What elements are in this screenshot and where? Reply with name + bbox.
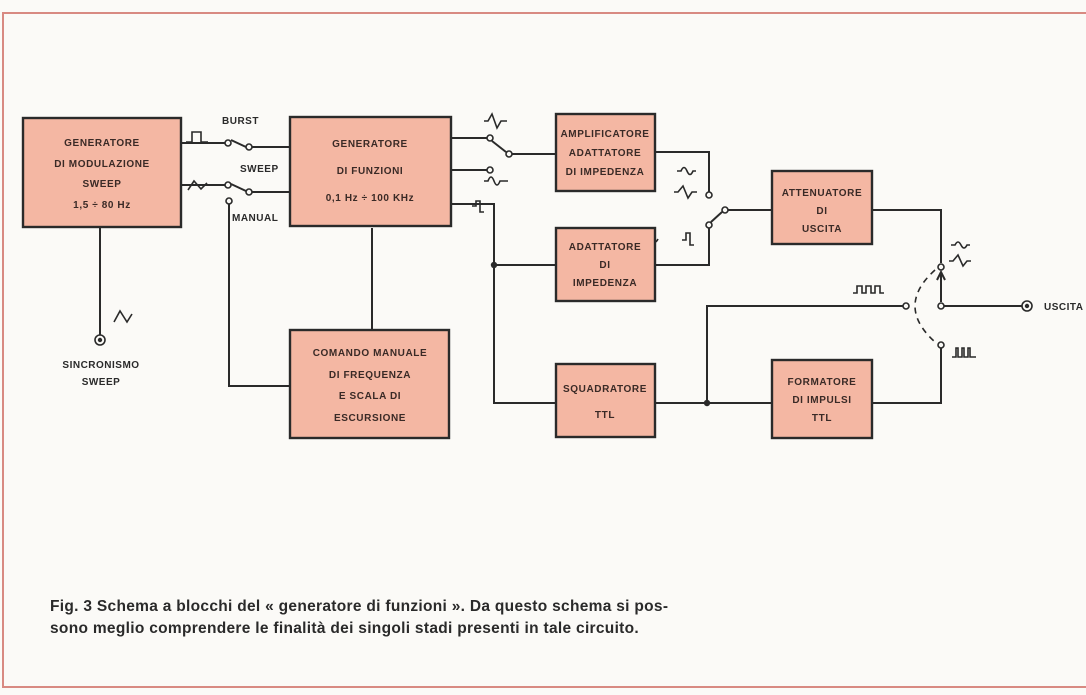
sync-triangle-icon — [113, 309, 133, 324]
pulse-wave-icon — [952, 347, 976, 358]
sine-wave-icon-out — [951, 241, 970, 249]
squarer-line-2: TTL — [595, 410, 615, 421]
caption-line-2: sono meglio comprendere le finalità dei … — [50, 620, 640, 637]
wire-ttl-direct — [706, 305, 903, 403]
block-modulation-generator — [21, 116, 183, 229]
switch-out-terminal-2 — [705, 221, 713, 229]
ttl-wave-icon — [853, 285, 884, 294]
switch-manual-terminal — [225, 197, 233, 205]
square-wave-icon-fg — [472, 200, 484, 213]
block-manual-control — [288, 328, 451, 440]
block-pulse-former — [770, 358, 874, 440]
triangle-wave-icon — [187, 179, 208, 191]
wire-manual — [228, 204, 290, 387]
output-jack-center — [1024, 303, 1030, 309]
block-attenuator — [770, 169, 874, 246]
caption-line-1: Fig. 3 Schema a blocchi del « generatore… — [50, 598, 669, 615]
label-sync-line-1: SINCRONISMO — [62, 360, 139, 371]
modgen-line-4: 1,5 ÷ 80 Hz — [73, 200, 131, 211]
selector-arrow — [936, 269, 946, 281]
wire-attenuator-out — [872, 209, 942, 263]
wire-fg-square — [452, 203, 556, 404]
square-wave-icon-amp — [682, 232, 694, 246]
block-squarer — [554, 362, 657, 439]
selector-terminal-ttl — [902, 302, 910, 310]
label-sync-line-2: SWEEP — [82, 377, 121, 388]
selector-arc — [914, 269, 936, 343]
wire-adapter-out — [655, 228, 710, 266]
figure-caption: Fig. 3 Schema a blocchi del « generatore… — [50, 596, 950, 640]
manual-line-1: COMANDO MANUALE — [313, 348, 428, 359]
selector-pole — [937, 302, 945, 310]
attenuator-line-2: DI — [816, 206, 827, 217]
amp-line-3: DI IMPEDENZA — [566, 167, 645, 178]
triangle-wave-icon-out — [949, 253, 971, 268]
junction-adapter — [490, 261, 498, 269]
block-impedance-adapter — [554, 226, 657, 303]
switch-sweep-blade — [230, 183, 247, 192]
manual-line-4: ESCURSIONE — [334, 413, 406, 424]
amp-line-2: ADATTATORE — [569, 148, 641, 159]
fgen-line-2: DI FUNZIONI — [337, 166, 404, 177]
adapter-line-2: DI — [599, 260, 610, 271]
switch-fg-pole — [505, 150, 513, 158]
adapter-line-3: IMPEDENZA — [573, 278, 637, 289]
triangle-wave-icon-amp — [674, 184, 697, 200]
sine-wave-icon-amp-1 — [677, 166, 696, 176]
amp-line-1: AMPLIFICATORE — [560, 129, 649, 140]
selector-terminal-analog — [937, 263, 945, 271]
pulse-former-line-1: FORMATORE — [788, 377, 857, 388]
adapter-line-1: ADATTATORE — [569, 242, 641, 253]
switch-fg-blade — [491, 140, 507, 153]
wire-amp-out — [655, 151, 710, 192]
switch-burst-pole — [245, 143, 253, 151]
manual-line-3: E SCALA DI — [339, 391, 401, 402]
switch-out-terminal-1 — [705, 191, 713, 199]
attenuator-line-1: ATTENUATORE — [782, 188, 863, 199]
block-function-generator — [288, 115, 453, 228]
squarer-line-1: SQUADRATORE — [563, 384, 647, 395]
sync-jack-center — [97, 337, 103, 343]
triangle-wave-icon-fg — [484, 112, 507, 130]
label-burst: BURST — [222, 116, 259, 127]
switch-fg-terminal-2 — [486, 166, 494, 174]
switch-burst-blade — [230, 139, 247, 148]
modgen-line-1: GENERATORE — [64, 138, 140, 149]
switch-sweep-terminal — [224, 181, 232, 189]
figure-frame — [2, 12, 1086, 688]
selector-terminal-pulse — [937, 341, 945, 349]
switch-out-blade — [710, 211, 723, 223]
square-wave-icon — [186, 131, 208, 143]
label-output: USCITA — [1044, 302, 1083, 313]
modgen-line-2: DI MODULAZIONE — [54, 159, 150, 170]
fgen-line-1: GENERATORE — [332, 139, 408, 150]
label-manual: MANUAL — [232, 213, 278, 224]
attenuator-line-3: USCITA — [802, 224, 842, 235]
manual-line-2: DI FREQUENZA — [329, 370, 411, 381]
block-amplifier — [554, 112, 657, 193]
pulse-former-line-2: DI IMPULSI — [792, 395, 851, 406]
switch-sweep-pole — [245, 188, 253, 196]
pulse-former-line-3: TTL — [812, 413, 832, 424]
modgen-line-3: SWEEP — [82, 179, 121, 190]
wire-pulse-out — [872, 348, 942, 404]
switch-out-pole — [721, 206, 729, 214]
sine-wave-icon-fg — [484, 176, 508, 186]
switch-fg-terminal-1 — [486, 134, 494, 142]
label-sweep: SWEEP — [240, 164, 279, 175]
fgen-line-3: 0,1 Hz ÷ 100 KHz — [326, 193, 414, 204]
switch-burst-terminal — [224, 139, 232, 147]
